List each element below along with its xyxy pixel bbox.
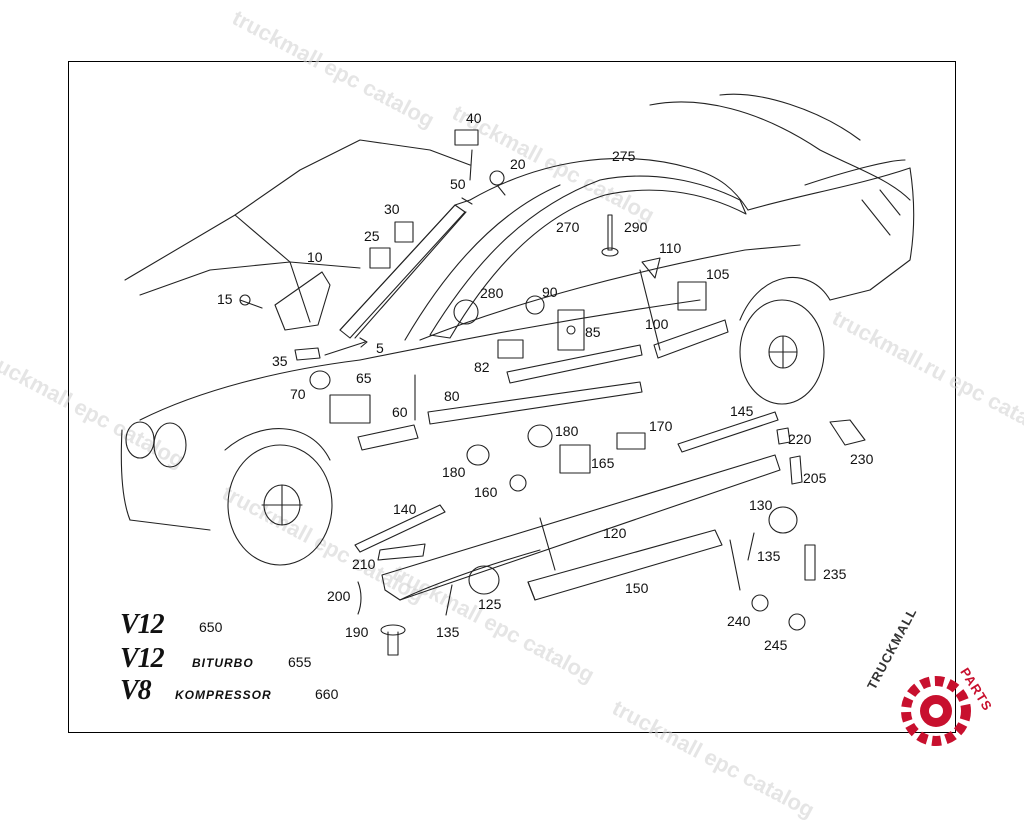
gear-icon xyxy=(901,676,971,746)
callout-label: 125 xyxy=(478,596,502,612)
callout-label: 60 xyxy=(392,404,408,420)
callout-label: 170 xyxy=(649,418,673,434)
callout-label: 40 xyxy=(466,110,482,126)
callout-label: 160 xyxy=(474,484,498,500)
callout-label: 270 xyxy=(556,219,580,235)
badge-subtitle: BITURBO xyxy=(192,656,254,670)
callout-label: 5 xyxy=(376,340,384,356)
callout-label: 280 xyxy=(480,285,504,301)
callout-label: 85 xyxy=(585,324,601,340)
callout-label: 200 xyxy=(327,588,351,604)
engine-badge-v12-biturbo: V12 xyxy=(120,643,165,674)
callout-label: 135 xyxy=(436,624,460,640)
callout-label: 190 xyxy=(345,624,369,640)
callout-label: 245 xyxy=(764,637,788,653)
callout-label: 120 xyxy=(603,525,627,541)
diagram-frame xyxy=(68,61,956,733)
truckmall-parts-logo: TRUCKMALL PARTS xyxy=(858,605,1018,747)
callout-label: 135 xyxy=(757,548,781,564)
callout-label: 205 xyxy=(803,470,827,486)
callout-label: 105 xyxy=(706,266,730,282)
callout-label: 275 xyxy=(612,148,636,164)
callout-label: 150 xyxy=(625,580,649,596)
hardware-parts xyxy=(239,129,816,656)
callout-label: 235 xyxy=(823,566,847,582)
badge-part-number: 660 xyxy=(315,686,339,702)
callout-label: 140 xyxy=(393,501,417,517)
callout-label: 70 xyxy=(290,386,306,402)
badge-subtitle: KOMPRESSOR xyxy=(175,688,272,702)
callout-label: 30 xyxy=(384,201,400,217)
callout-label: 230 xyxy=(850,451,874,467)
engine-badge-v8-kompressor: V8 xyxy=(120,675,152,706)
callout-label: 25 xyxy=(364,228,380,244)
callout-label: 100 xyxy=(645,316,669,332)
callout-label: 220 xyxy=(788,431,812,447)
callout-label: 20 xyxy=(510,156,526,172)
callout-label: 90 xyxy=(542,284,558,300)
car-body-outline xyxy=(120,93,915,566)
trim-parts xyxy=(294,175,866,615)
callout-label: 82 xyxy=(474,359,490,375)
callout-label: 210 xyxy=(352,556,376,572)
callout-label: 290 xyxy=(624,219,648,235)
badge-part-number: 655 xyxy=(288,654,312,670)
callout-label: 180 xyxy=(442,464,466,480)
callout-label: 10 xyxy=(307,249,323,265)
callout-label: 80 xyxy=(444,388,460,404)
callout-label: 145 xyxy=(730,403,754,419)
callout-label: 65 xyxy=(356,370,372,386)
callout-label: 165 xyxy=(591,455,615,471)
callout-label: 240 xyxy=(727,613,751,629)
callout-label: 180 xyxy=(555,423,579,439)
engine-badge-v12: V12 xyxy=(120,609,165,640)
callout-label: 15 xyxy=(217,291,233,307)
callout-label: 50 xyxy=(450,176,466,192)
callout-label: 130 xyxy=(749,497,773,513)
callout-label: 35 xyxy=(272,353,288,369)
exploded-parts-diagram xyxy=(120,93,915,656)
badge-part-number: 650 xyxy=(199,619,223,635)
callout-label: 110 xyxy=(659,240,682,256)
